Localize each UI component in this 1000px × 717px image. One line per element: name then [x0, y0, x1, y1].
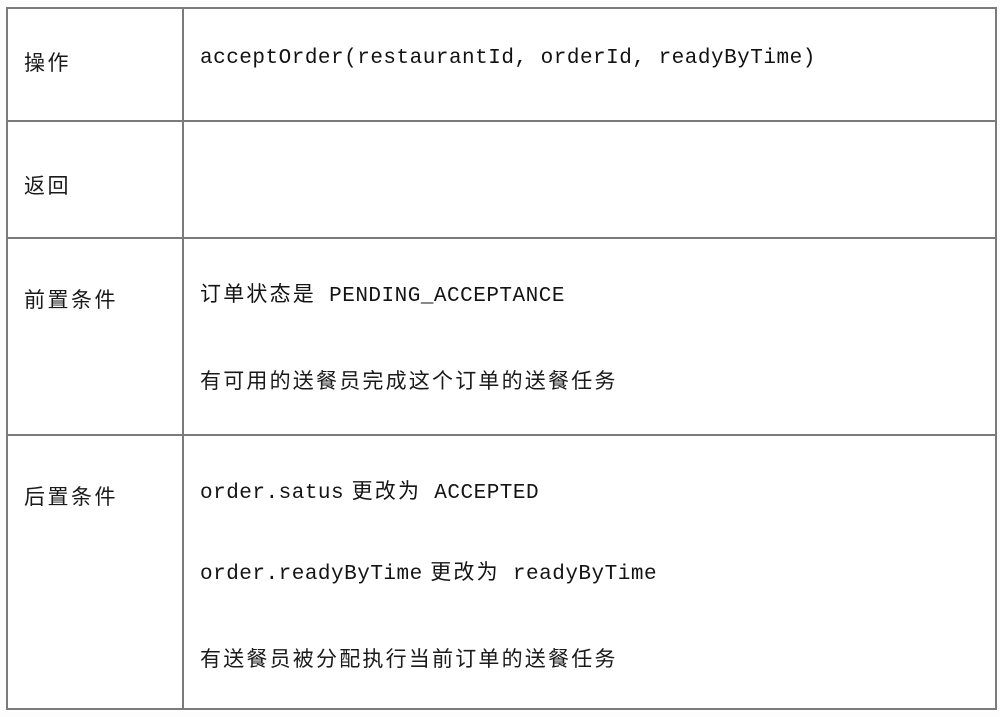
table-body: 操作 acceptOrder(restaurantId, orderId, re… [6, 7, 997, 710]
row-value-cell-postcondition: order.satus 更改为 ACCEPTED order.readyByTi… [182, 434, 997, 710]
precondition-line-1: 订单状态是 PENDING_ACCEPTANCE [200, 282, 995, 308]
precondition-line-1-status: PENDING_ACCEPTANCE [329, 285, 565, 308]
table-row-return: 返回 [6, 120, 997, 239]
precondition-line-2: 有可用的送餐员完成这个订单的送餐任务 [200, 369, 618, 393]
postcondition-line-2-verb: 更改为 [430, 560, 500, 584]
row-value-cell-precondition: 订单状态是 PENDING_ACCEPTANCE 有可用的送餐员完成这个订单的送… [182, 237, 997, 436]
postcondition-line-2-field: order.readyByTime [200, 563, 423, 586]
return-value-block [184, 122, 995, 170]
precondition-line-1-spacer [316, 285, 329, 308]
postcondition-line-1-verb: 更改为 [351, 479, 422, 503]
postcondition-line-2-sep2 [500, 563, 513, 586]
table-row-postcondition: 后置条件 order.satus 更改为 ACCEPTED order.read… [6, 434, 997, 710]
postcondition-line-1-sep2 [421, 482, 434, 505]
postcondition-line-1: order.satus 更改为 ACCEPTED [200, 479, 995, 505]
postcondition-block: order.satus 更改为 ACCEPTED order.readyByTi… [184, 436, 995, 673]
row-value-cell-operation: acceptOrder(restaurantId, orderId, ready… [182, 7, 997, 122]
table-row-operation: 操作 acceptOrder(restaurantId, orderId, re… [6, 7, 997, 122]
row-value-cell-return [182, 120, 997, 239]
row-label-precondition: 前置条件 [24, 288, 118, 312]
postcondition-line-2: order.readyByTime 更改为 readyByTime [200, 560, 995, 586]
postcondition-line-1-sep [344, 479, 351, 503]
postcondition-line-1-field: order.satus [200, 482, 345, 505]
row-label-return: 返回 [24, 174, 71, 198]
operation-specification-table: 操作 acceptOrder(restaurantId, orderId, re… [6, 7, 997, 710]
operation-signature: acceptOrder(restaurantId, orderId, ready… [200, 47, 816, 70]
row-label-operation: 操作 [24, 51, 71, 75]
precondition-block: 订单状态是 PENDING_ACCEPTANCE 有可用的送餐员完成这个订单的送… [184, 239, 995, 395]
row-label-cell-return: 返回 [6, 120, 184, 239]
postcondition-line-1-value: ACCEPTED [434, 482, 540, 505]
table-row-precondition: 前置条件 订单状态是 PENDING_ACCEPTANCE 有可用的送餐员完成这… [6, 237, 997, 436]
row-label-cell-postcondition: 后置条件 [6, 434, 184, 710]
row-label-postcondition: 后置条件 [24, 485, 118, 509]
postcondition-line-3: 有送餐员被分配执行当前订单的送餐任务 [200, 647, 618, 671]
postcondition-line-2-value: readyByTime [512, 563, 658, 586]
row-label-cell-operation: 操作 [6, 7, 184, 122]
operation-signature-block: acceptOrder(restaurantId, orderId, ready… [184, 9, 995, 70]
row-label-cell-precondition: 前置条件 [6, 237, 184, 436]
precondition-line-1-cjk: 订单状态是 [200, 282, 316, 306]
